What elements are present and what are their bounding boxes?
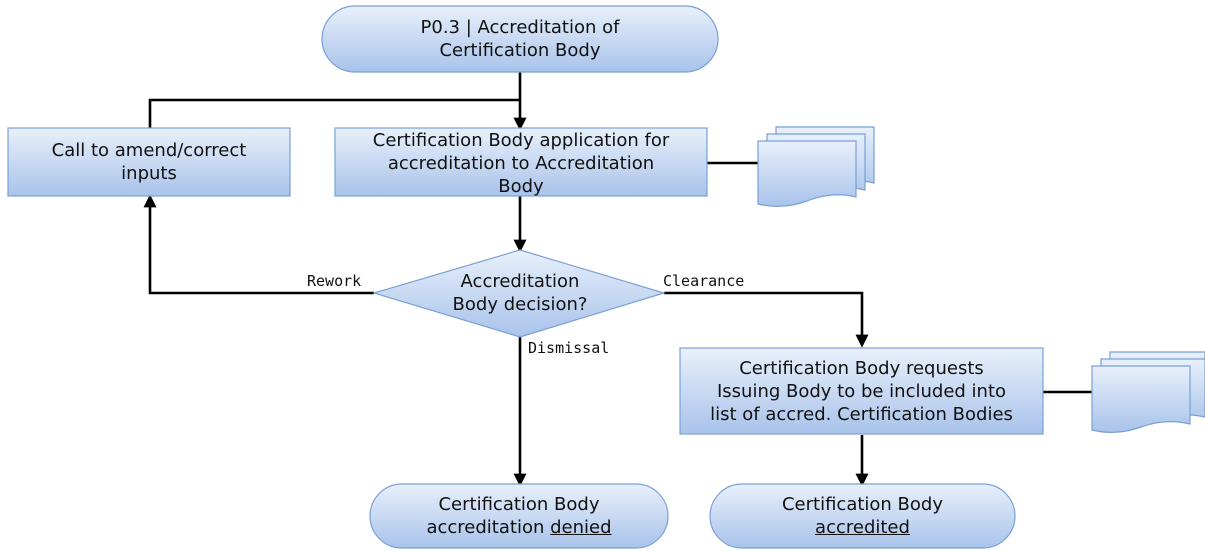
documents-icon [757, 126, 875, 207]
connector-rework [143, 194, 374, 295]
edge-label-rework: Rework [307, 272, 362, 290]
request-label: Certification Body requests Issuing Body… [710, 357, 1013, 425]
decision-label: Accreditation Body decision? [452, 271, 588, 315]
accredited-line1: Certification Body [781, 494, 943, 515]
connector-clearance [664, 291, 869, 348]
denied-line2-prefix: accreditation [426, 517, 551, 538]
request-process [679, 347, 1044, 435]
documents-icon [1091, 351, 1205, 433]
denied-terminal [369, 483, 669, 549]
accredited-label: Certification Body accredited [710, 484, 1015, 548]
accredited-emphasis: accredited [815, 517, 910, 538]
amend-process [7, 127, 291, 197]
edge-label-dismissal: Dismissal [528, 339, 610, 357]
denied-emphasis: denied [550, 517, 612, 538]
application-label: Certification Body application for accre… [372, 130, 670, 197]
decision-diamond [371, 249, 667, 338]
accredited-terminal [709, 483, 1016, 549]
denied-label: Certification Body accreditation denied [370, 484, 668, 548]
start-terminal [321, 5, 719, 73]
denied-line2: accreditation denied [426, 516, 611, 539]
start-label: P0.3 | Accreditation of Certification Bo… [420, 17, 620, 61]
amend-label: Call to amend/correct inputs [51, 140, 247, 184]
connector-amend-to-application [148, 98, 520, 128]
application-process [334, 127, 708, 197]
denied-line1: Certification Body [438, 494, 600, 515]
edge-label-clearance: Clearance [663, 272, 745, 290]
